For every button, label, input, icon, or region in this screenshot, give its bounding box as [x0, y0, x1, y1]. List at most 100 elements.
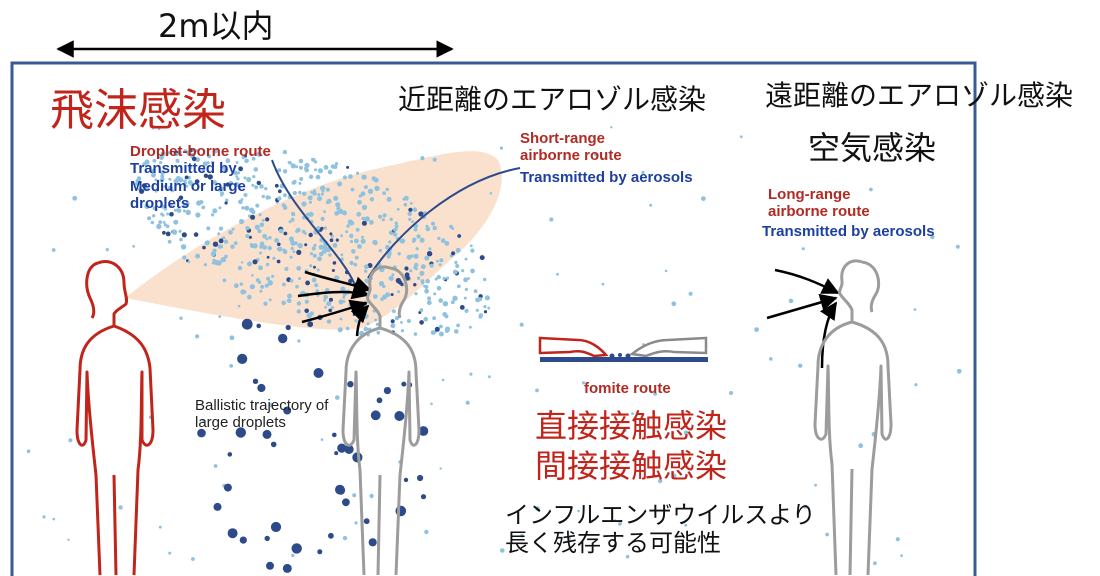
aerosol-dot — [390, 323, 396, 329]
aerosol-dot — [201, 419, 206, 423]
aerosol-dot — [252, 259, 258, 265]
aerosol-dot — [179, 316, 183, 320]
aerosol-dot — [408, 207, 413, 212]
aerosol-dot — [311, 158, 316, 162]
aerosol-dot — [452, 295, 458, 301]
aerosol-dot — [400, 329, 404, 333]
aerosol-dot — [342, 300, 346, 303]
long-range-heading: 遠距離のエアロゾル感染 — [765, 79, 1074, 112]
aerosol-dot — [803, 504, 808, 509]
aerosol-dot — [218, 238, 224, 244]
aerosol-dot — [326, 319, 332, 324]
aerosol-dot — [170, 189, 175, 193]
aerosol-dot — [397, 252, 401, 256]
aerosol-dot — [577, 509, 580, 513]
aerosol-dot — [254, 185, 259, 190]
aerosol-dot — [288, 236, 294, 242]
aerosol-dot — [132, 244, 136, 248]
aerosol-dot — [274, 183, 279, 188]
aerosol-dot — [274, 238, 279, 243]
aerosol-dot — [363, 326, 369, 332]
aerosol-dot — [345, 230, 349, 234]
aerosol-dot — [229, 364, 234, 368]
distance-label: 2m以内 — [158, 7, 274, 45]
aerosol-dot — [438, 298, 444, 303]
aerosol-dot — [151, 126, 155, 130]
aerosol-dot — [72, 195, 78, 201]
aerosol-dot — [363, 313, 369, 319]
aerosol-dot — [185, 184, 189, 188]
aerosol-dot — [175, 152, 179, 157]
aerosol-dot — [235, 175, 239, 178]
aerosol-dot — [469, 244, 473, 248]
long-range-title-line-2: airborne route — [768, 203, 870, 221]
aerosol-dot — [259, 241, 265, 247]
aerosol-dot — [160, 174, 165, 179]
aerosol-dot — [316, 268, 320, 272]
aerosol-dot — [412, 237, 417, 242]
aerosol-dot — [914, 383, 918, 387]
aerosol-dot — [291, 553, 295, 558]
aerosol-dot — [364, 269, 368, 273]
aerosol-dot — [282, 248, 286, 252]
large-droplet-dot — [336, 486, 346, 495]
aerosol-dot — [322, 249, 327, 254]
long-range-arrow-2 — [766, 293, 838, 320]
aerosol-dot — [231, 227, 235, 231]
aerosol-dot — [413, 227, 418, 232]
aerosol-dot — [329, 297, 333, 302]
aerosol-dot — [163, 207, 168, 211]
aerosol-dot — [404, 266, 409, 271]
aerosol-dot — [152, 158, 157, 163]
large-droplet-dot — [264, 535, 270, 542]
aerosol-dot — [455, 264, 460, 268]
aerosol-dot — [348, 174, 353, 179]
aerosol-dot — [404, 272, 410, 278]
aerosol-dot — [351, 249, 356, 254]
aerosol-dot — [625, 554, 630, 559]
aerosol-dot — [202, 245, 206, 250]
aerosol-dot — [373, 177, 379, 183]
aerosol-dot — [464, 287, 468, 291]
aerosol-dot — [246, 294, 252, 300]
aerosol-dot — [163, 184, 167, 189]
aerosol-dot — [220, 191, 224, 196]
aerosol-dot — [418, 211, 424, 217]
aerosol-dot — [438, 263, 442, 267]
aerosol-dot — [325, 187, 330, 192]
large-droplet-dot — [282, 563, 292, 573]
aerosol-dot — [253, 167, 259, 172]
fomite-route-label: fomite route — [584, 380, 671, 397]
aerosol-dot — [336, 206, 341, 211]
aerosol-dot — [187, 180, 193, 185]
large-droplet-dot — [368, 538, 377, 547]
aerosol-dot — [381, 218, 385, 222]
aerosol-dot — [191, 156, 197, 162]
aerosol-dot — [361, 235, 364, 239]
aerosol-dot — [444, 241, 450, 246]
aerosol-dot — [413, 332, 418, 336]
aerosol-dot — [298, 158, 304, 164]
aerosol-dot — [353, 262, 358, 267]
long-range-arrow-3 — [819, 301, 838, 369]
large-droplet-dot — [370, 410, 381, 421]
aerosol-dot — [261, 218, 265, 222]
aerosol-dot — [239, 282, 243, 286]
aerosol-dot — [323, 210, 326, 214]
aerosol-dot — [186, 150, 192, 156]
aerosol-dot — [304, 166, 308, 171]
large-droplet-dot — [270, 521, 282, 533]
aerosol-dot — [251, 183, 255, 187]
aerosol-dot — [266, 255, 270, 259]
aerosol-dot — [235, 161, 239, 164]
aerosol-dot — [342, 293, 347, 297]
aerosol-dot — [549, 217, 554, 222]
aerosol-dot — [330, 306, 334, 310]
aerosol-dot — [369, 197, 375, 202]
aerosol-dot — [314, 283, 319, 288]
aerosol-dot — [456, 284, 461, 289]
aerosol-dot — [218, 206, 222, 210]
aerosol-dot — [367, 263, 373, 268]
aerosol-dot — [317, 168, 323, 174]
long-range-person-figure — [813, 259, 893, 576]
